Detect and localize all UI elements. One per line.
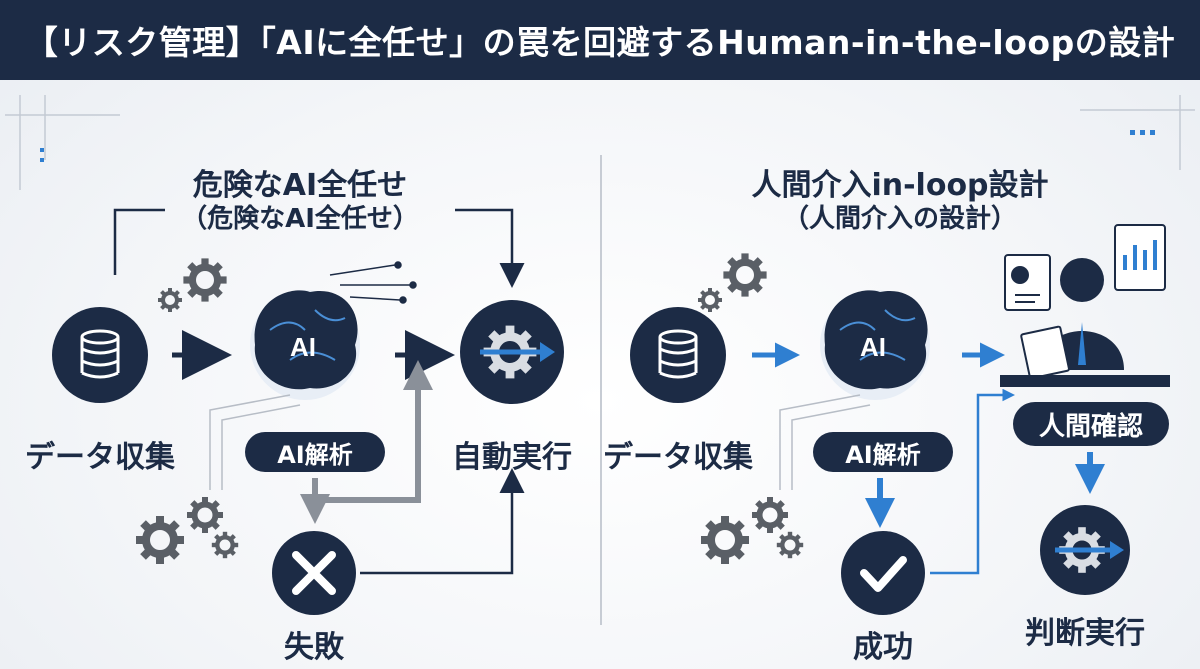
fail-feedback-line (315, 360, 433, 503)
left-title: 危険なAI全任せ (192, 168, 408, 203)
left-subtitle: （危険なAI全任せ） (181, 204, 419, 234)
section-divider (600, 155, 602, 625)
fail-x-icon (272, 531, 356, 615)
left-ai-badge: AI (290, 332, 316, 362)
left-gear-cluster-bottom (136, 497, 238, 564)
success-feedback-line (930, 388, 1015, 575)
brain-icon-right: AI (820, 290, 930, 400)
database-icon-right (630, 307, 726, 403)
circuit-traces-right (779, 394, 871, 490)
decor-lines (5, 95, 1195, 190)
right-ai-pill: AI解析 (813, 432, 953, 472)
right-gear-cluster-bottom (701, 497, 803, 564)
decision-exec-gear-icon (1040, 505, 1130, 595)
fail-to-exec-line (360, 468, 525, 575)
left-data-label: データ収集 (25, 440, 175, 475)
circuit-traces-left (209, 394, 301, 490)
decor-dots (40, 130, 1155, 162)
left-exec-label: 自動実行 (452, 440, 572, 475)
left-ai-pill: AI解析 (245, 432, 385, 472)
left-fail-label: 失敗 (284, 630, 344, 665)
header-title: 【リスク管理】「AIに全任せ」の罠を回避するHuman-in-the-loopの… (0, 0, 1200, 80)
database-icon (52, 307, 148, 403)
right-exec-label: 判断実行 (1025, 616, 1145, 651)
human-reviewer-icon (1000, 224, 1170, 387)
left-loop-line (113, 208, 165, 275)
circuit-lines-left (329, 261, 417, 304)
right-gear-cluster-top (696, 253, 767, 314)
left-gear-cluster-top (156, 258, 227, 314)
brain-icon: AI (250, 290, 360, 400)
right-subtitle: （人間介入の設計） (782, 204, 1017, 234)
auto-exec-gear-icon (460, 300, 564, 404)
right-title: 人間介入in-loop設計 (751, 168, 1049, 203)
right-data-label: データ収集 (603, 440, 753, 475)
right-success-label: 成功 (853, 630, 913, 665)
right-ai-badge: AI (860, 332, 886, 362)
success-check-icon (841, 531, 925, 615)
human-check-pill: 人間確認 (1013, 402, 1169, 446)
left-loop-arrow (455, 208, 525, 288)
